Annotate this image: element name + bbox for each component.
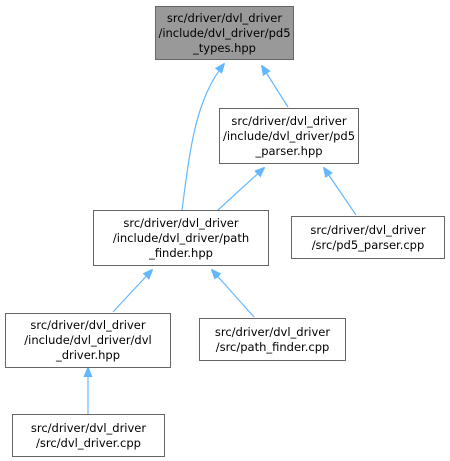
node-label-line: src/driver/dvl_driver xyxy=(231,113,347,128)
node-label-line: _finder.hpp xyxy=(149,245,213,260)
node-path-finder-hpp[interactable]: src/driver/dvl_driver /include/dvl_drive… xyxy=(93,210,269,266)
node-pd5-parser-cpp[interactable]: src/driver/dvl_driver /src/pd5_parser.cp… xyxy=(291,216,445,259)
node-label-line: src/driver/dvl_driver xyxy=(214,324,331,339)
node-label-line: src/driver/dvl_driver xyxy=(310,222,426,237)
node-label-line: /include/dvl_driver/pd5 xyxy=(158,25,291,40)
edge-path-finder-hpp-to-pd5-types xyxy=(181,64,224,211)
edge-path-finder-hpp-to-pd5-parser-hpp xyxy=(217,168,264,211)
node-label-line: _types.hpp xyxy=(193,40,256,55)
node-pd5-parser-hpp[interactable]: src/driver/dvl_driver /include/dvl_drive… xyxy=(219,108,359,164)
edge-dvl-driver-hpp-to-path-finder-hpp xyxy=(112,270,152,313)
node-path-finder-cpp[interactable]: src/driver/dvl_driver /src/path_finder.c… xyxy=(199,318,346,361)
node-label-line: /include/dvl_driver/dvl xyxy=(24,333,152,347)
node-pd5-types-hpp[interactable]: src/driver/dvl_driver /include/dvl_drive… xyxy=(155,6,294,60)
node-label-line: /src/path_finder.cpp xyxy=(215,339,330,354)
edge-pd5-parser-cpp-to-pd5-parser-hpp xyxy=(324,168,357,216)
node-dvl-driver-hpp[interactable]: src/driver/dvl_driver /include/dvl_drive… xyxy=(5,313,171,368)
node-dvl-driver-cpp[interactable]: src/driver/dvl_driver /src/dvl_driver.cp… xyxy=(12,414,165,457)
node-label-line: src/driver/dvl_driver xyxy=(166,10,283,25)
node-label-line: _driver.hpp xyxy=(55,348,121,362)
node-label-line: src/driver/dvl_driver xyxy=(30,318,146,332)
node-label-line: /include/dvl_driver/pd5 xyxy=(222,128,356,143)
node-label-line: _parser.hpp xyxy=(255,143,323,158)
edge-path-finder-cpp-to-path-finder-hpp xyxy=(212,270,255,318)
node-label-line: /include/dvl_driver/path xyxy=(112,230,250,245)
node-label-line: src/driver/dvl_driver xyxy=(123,215,239,230)
edge-pd5-parser-hpp-to-pd5-types xyxy=(262,66,289,108)
node-label-line: /src/dvl_driver.cpp xyxy=(36,435,141,450)
node-label-line: src/driver/dvl_driver xyxy=(30,420,147,435)
node-label-line: /src/pd5_parser.cpp xyxy=(311,237,425,252)
